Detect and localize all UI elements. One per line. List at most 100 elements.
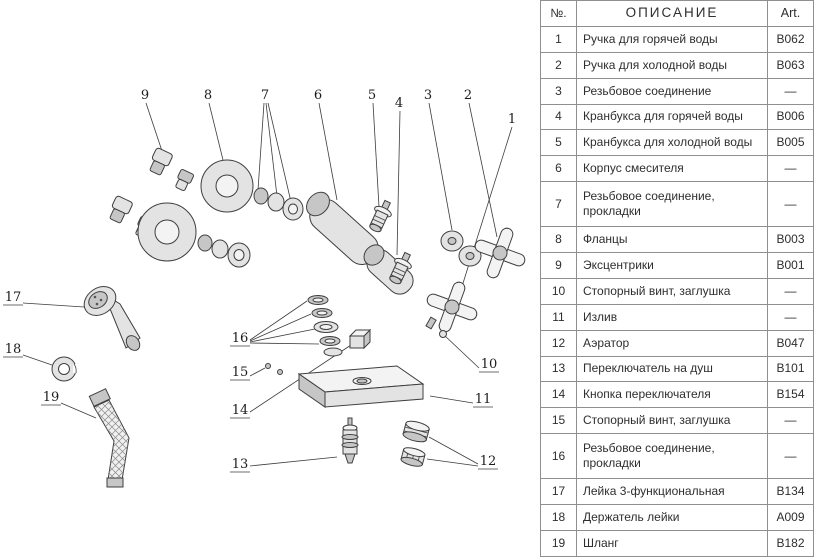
callout-1: 1: [508, 112, 516, 127]
handle-hot-cross: [426, 281, 478, 333]
table-row: 5 Кранбукса для холодной воды B005: [540, 129, 814, 157]
part-description: Ручка для холодной воды: [576, 51, 768, 79]
part-article: —: [767, 77, 814, 105]
part-article: B134: [767, 478, 814, 506]
part-article: B001: [767, 252, 814, 279]
exploded-diagram-pane: 9 8 7 6 5 4 3 2 1 17 18 19 16 15 14: [3, 88, 526, 488]
threaded-connection-handle: [440, 230, 482, 267]
table-row: 12 Аэратор B047: [540, 329, 814, 357]
faucet-exploded-drawing: 9 8 7 6 5 4 3 2 1 17 18 19 16 15 14: [3, 88, 526, 488]
part-article: B005: [767, 129, 814, 157]
spout-connection-gaskets: [307, 295, 343, 357]
shower-holder-part: [51, 356, 82, 382]
parts-table: №. ОПИСАНИЕ Art. 1 Ручка для горячей вод…: [540, 0, 814, 557]
mixer-body-part: [306, 191, 414, 295]
part-article: B062: [767, 26, 814, 53]
callout-17: 17: [5, 290, 22, 305]
part-number: 16: [540, 433, 577, 480]
part-number: 17: [540, 478, 577, 506]
part-number: 15: [540, 407, 577, 435]
callout-15: 15: [232, 365, 249, 380]
handle-cold-cross: [474, 227, 526, 279]
part-article: —: [767, 277, 814, 305]
part-article: B063: [767, 51, 814, 79]
part-number: 12: [540, 329, 577, 357]
table-row: 11 Излив —: [540, 303, 814, 331]
part-article: B003: [767, 226, 814, 254]
callout-4: 4: [395, 96, 403, 111]
part-description: Стопорный винт, заглушка: [576, 407, 768, 435]
part-description: Излив: [576, 303, 768, 331]
part-number: 4: [540, 103, 577, 131]
callout-11: 11: [475, 392, 492, 407]
callout-9: 9: [141, 88, 149, 103]
table-row: 7 Резьбовое соединение, прокладки —: [540, 181, 814, 228]
part-article: —: [767, 155, 814, 183]
leader-lines: [22, 102, 513, 467]
table-row: 10 Стопорный винт, заглушка —: [540, 277, 814, 305]
col-header-description: ОПИСАНИЕ: [576, 0, 768, 27]
part-description: Кранбукса для холодной воды: [576, 129, 768, 157]
callout-18: 18: [5, 342, 22, 357]
cartridge-hot: [389, 251, 412, 285]
part-description: Эксцентрики: [576, 252, 768, 279]
table-header-row: №. ОПИСАНИЕ Art.: [540, 0, 814, 27]
part-number: 5: [540, 129, 577, 157]
callout-3: 3: [424, 88, 432, 103]
part-description: Кнопка переключателя: [576, 381, 768, 409]
part-description: Резьбовое соединение, прокладки: [576, 181, 768, 228]
part-number: 13: [540, 355, 577, 383]
callout-13: 13: [232, 457, 249, 472]
part-description: Лейка 3-функциональная: [576, 478, 768, 506]
hose-part: [88, 388, 130, 488]
part-article: —: [767, 407, 814, 435]
stop-screw-plug-spout: [265, 363, 283, 375]
part-number: 6: [540, 155, 577, 183]
part-description: Держатель лейки: [576, 504, 768, 531]
callout-16: 16: [232, 331, 249, 346]
part-number: 10: [540, 277, 577, 305]
part-description: Резьбовое соединение: [576, 77, 768, 105]
part-article: —: [767, 181, 814, 228]
shower-head-part: [83, 286, 141, 351]
spout-part: [297, 365, 425, 408]
table-row: 16 Резьбовое соединение, прокладки —: [540, 433, 814, 480]
part-article: A009: [767, 504, 814, 531]
callout-6: 6: [314, 88, 322, 103]
part-number: 1: [540, 26, 577, 53]
part-description: Шланг: [576, 529, 768, 557]
part-article: B047: [767, 329, 814, 357]
part-article: B154: [767, 381, 814, 409]
part-description: Резьбовое соединение, прокладки: [576, 433, 768, 480]
part-description: Аэратор: [576, 329, 768, 357]
diverter-button-part: [348, 328, 372, 350]
part-description: Переключатель на душ: [576, 355, 768, 383]
part-description: Стопорный винт, заглушка: [576, 277, 768, 305]
part-number: 2: [540, 51, 577, 79]
table-row: 14 Кнопка переключателя B154: [540, 381, 814, 409]
part-article: B101: [767, 355, 814, 383]
threaded-connection-gaskets-body: [197, 187, 304, 268]
part-article: B182: [767, 529, 814, 557]
callouts: 9 8 7 6 5 4 3 2 1 17 18 19 16 15 14: [3, 88, 516, 473]
callout-2: 2: [464, 88, 472, 103]
diverter-part: [341, 417, 359, 464]
callout-14: 14: [232, 403, 249, 418]
col-header-no: №.: [540, 0, 577, 27]
table-row: 13 Переключатель на душ B101: [540, 355, 814, 383]
table-row: 6 Корпус смесителя —: [540, 155, 814, 183]
table-row: 9 Эксцентрики B001: [540, 252, 814, 279]
aerator-parts: [400, 420, 430, 467]
table-row: 19 Шланг B182: [540, 529, 814, 557]
part-number: 11: [540, 303, 577, 331]
parts-table-pane: №. ОПИСАНИЕ Art. 1 Ручка для горячей вод…: [540, 0, 814, 557]
part-number: 8: [540, 226, 577, 254]
part-article: —: [767, 303, 814, 331]
table-row: 17 Лейка 3-функциональная B134: [540, 478, 814, 506]
table-row: 8 Фланцы B003: [540, 226, 814, 254]
parts-table-body: 1 Ручка для горячей воды B062 2 Ручка дл…: [540, 26, 814, 557]
part-description: Кранбукса для горячей воды: [576, 103, 768, 131]
part-number: 3: [540, 77, 577, 105]
part-number: 14: [540, 381, 577, 409]
